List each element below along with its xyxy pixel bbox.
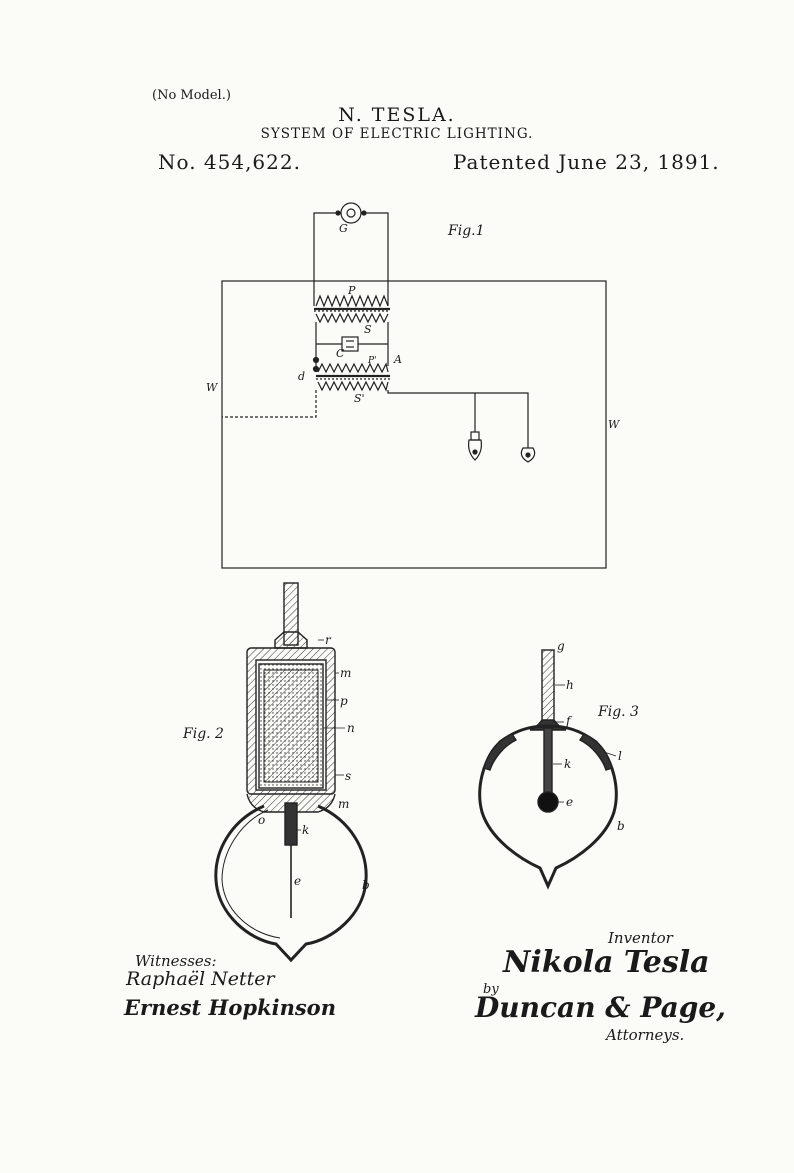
inventor-signature: Nikola Tesla (503, 945, 710, 980)
svg-text:s: s (345, 769, 351, 783)
generator-icon (340, 202, 362, 224)
svg-text:b: b (617, 819, 625, 833)
witness-signature-1: Raphaël Netter (126, 968, 275, 990)
svg-text:l: l (618, 749, 622, 763)
svg-text:S: S (364, 323, 372, 336)
svg-text:m: m (338, 797, 349, 811)
figure-3-lamp (478, 649, 618, 890)
no-model-note: (No Model.) (152, 88, 231, 103)
wire-loop-w (221, 280, 607, 569)
patent-title: SYSTEM OF ELECTRIC LIGHTING. (260, 126, 534, 142)
attorney-signature: Duncan & Page, (475, 991, 726, 1024)
svg-text:h: h (566, 678, 574, 692)
svg-text:S': S' (354, 392, 365, 405)
svg-text:P: P (347, 284, 356, 297)
svg-text:f: f (565, 714, 573, 728)
svg-text:d: d (298, 370, 305, 383)
figure-2-labels: Fig. 2 r m p n s m o k e b (182, 633, 370, 892)
patent-date: Patented June 23, 1891. (453, 150, 720, 174)
svg-text:P': P' (367, 356, 377, 366)
primary-coil-p (315, 294, 389, 308)
svg-text:W: W (206, 381, 219, 394)
condenser-icon (341, 336, 359, 352)
figure-1-labels: Fig.1 G P S C P' A d S' W W (206, 222, 621, 431)
svg-text:W: W (608, 418, 621, 431)
fig-3-label: Fig. 3 (597, 704, 639, 720)
figure-2-lamp (214, 582, 368, 963)
attorneys-label: Attorneys. (606, 1026, 685, 1044)
inventor-heading: N. TESLA. (338, 104, 456, 126)
svg-text:b: b (362, 878, 370, 892)
secondary-coil-s (315, 312, 389, 324)
lamp-icon (468, 431, 482, 461)
witness-signature-2: Ernest Hopkinson (124, 995, 336, 1020)
svg-text:k: k (564, 757, 571, 771)
figure-3-labels: Fig. 3 g h f l k e b (557, 639, 639, 833)
witnesses-label: Witnesses: (135, 952, 217, 970)
figure-1-circuit (221, 202, 607, 569)
by-label: by (483, 982, 499, 997)
fig-2-label: Fig. 2 (182, 726, 224, 742)
svg-text:e: e (294, 874, 301, 888)
spark-gap-icon (312, 356, 320, 364)
svg-text:C: C (336, 347, 345, 360)
primary-coil-p1 (317, 362, 389, 374)
svg-text:e: e (566, 795, 573, 809)
secondary-coil-s1 (317, 380, 389, 392)
fig-1-label: Fig.1 (447, 223, 485, 239)
svg-text:g: g (557, 639, 565, 653)
svg-text:A: A (393, 353, 402, 366)
leader-lines (297, 639, 617, 831)
svg-text:n: n (347, 721, 355, 735)
patent-number: No. 454,622. (158, 150, 301, 174)
svg-text:o: o (258, 813, 265, 827)
svg-text:p: p (340, 694, 348, 708)
svg-text:m: m (340, 666, 351, 680)
svg-text:r: r (325, 633, 332, 647)
svg-text:G: G (339, 222, 348, 235)
lamp-icon (520, 447, 536, 463)
svg-text:k: k (302, 823, 309, 837)
inventor-label: Inventor (608, 929, 673, 947)
